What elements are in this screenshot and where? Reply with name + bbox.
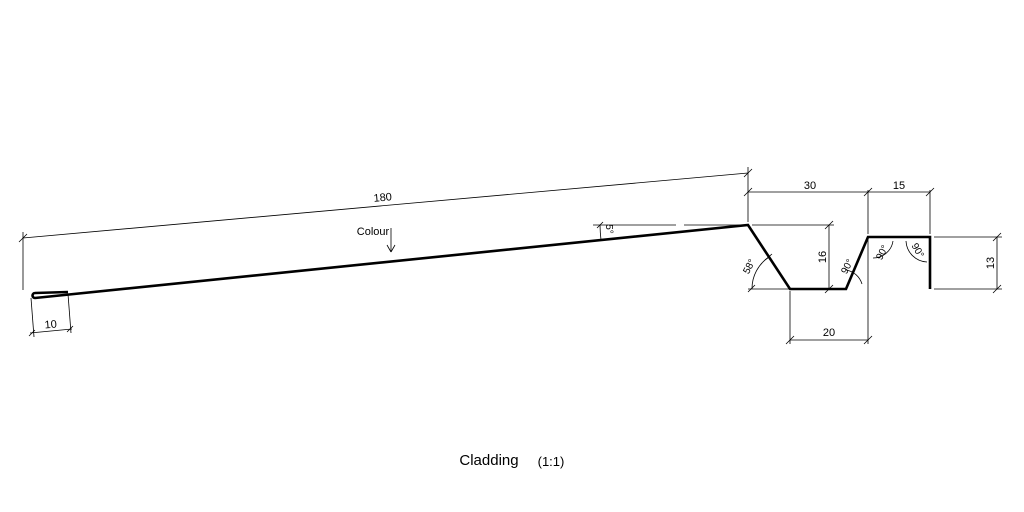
angle-label: 90° (909, 241, 926, 260)
angle-chamfer: 58° (741, 253, 790, 293)
profile-outline (31, 223, 932, 300)
dimension-channel-base: 20 (785, 238, 873, 345)
angle-corner-2: 90° (872, 240, 894, 263)
dimension-label: 10 (44, 319, 57, 332)
dimension-label: 16 (817, 251, 829, 263)
angle-corner-3: 90° (905, 240, 928, 263)
drawing-title: Cladding (1:1) (459, 452, 564, 469)
dimension-channel-depth: 16 (752, 220, 834, 294)
dimension-step-width: 15 (868, 180, 935, 234)
colour-note: Colour (357, 226, 396, 253)
cladding-profile (31, 223, 932, 300)
dimension-top-run: 30 (743, 180, 873, 234)
dimension-label: 30 (804, 180, 816, 192)
dimension-hem-length: 10 (28, 293, 74, 338)
angle-pitch: 5° (593, 221, 748, 241)
drawing-scale-label: (1:1) (538, 454, 565, 469)
dimension-label: 180 (373, 191, 392, 205)
dimension-label: 13 (985, 257, 997, 269)
angle-label: 58° (741, 258, 758, 277)
angle-label: 90° (874, 244, 891, 263)
angle-label: 5° (603, 224, 614, 234)
dimension-step-height: 13 (934, 232, 1002, 294)
dimension-label: 15 (893, 180, 905, 192)
dimension-label: 20 (823, 327, 835, 339)
colour-label: Colour (357, 226, 390, 238)
dimension-slope-length: 180 (18, 167, 753, 290)
drawing-title-label: Cladding (459, 452, 518, 469)
